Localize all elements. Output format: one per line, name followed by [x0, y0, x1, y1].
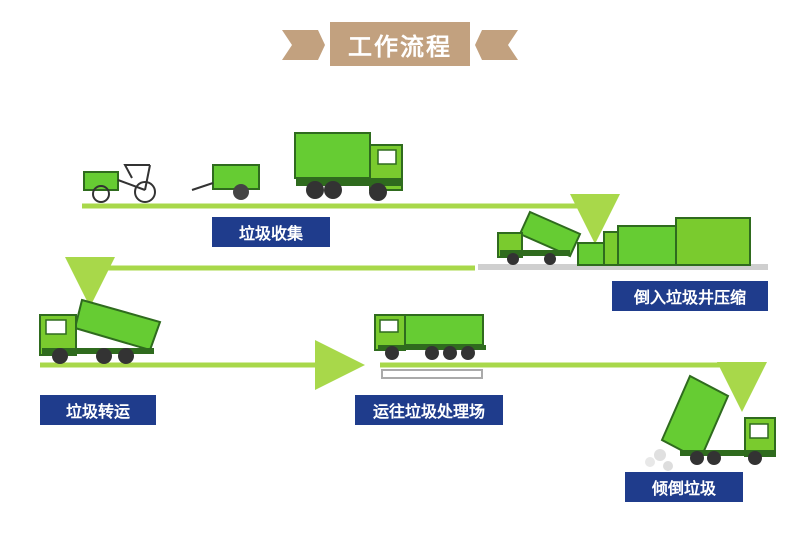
arrow-transport-to-dump [380, 362, 767, 412]
compression-station-icon [577, 217, 751, 266]
dumping-truck-icon [645, 374, 776, 471]
hand-cart-icon [191, 164, 260, 200]
arrow-compress-to-transfer [65, 257, 475, 307]
step-label-compress: 倒入垃圾井压缩 [612, 281, 768, 311]
arrow-collect-to-compress [82, 194, 620, 244]
step-label-dump: 倾倒垃圾 [625, 472, 743, 502]
tipping-truck-icon [497, 210, 582, 265]
transfer-truck-icon [39, 298, 162, 364]
ground-strip [478, 264, 768, 270]
page-title: 工作流程 [330, 22, 470, 66]
tricycle-icon [83, 164, 156, 203]
title-ribbon-right [475, 30, 518, 60]
flow-arrows [40, 194, 767, 412]
collection-truck-icon [294, 132, 403, 201]
transport-truck-icon [374, 314, 486, 379]
title-ribbon-left [282, 30, 325, 60]
step-label-transfer: 垃圾转运 [40, 395, 156, 425]
step-label-transport: 运往垃圾处理场 [355, 395, 503, 425]
step-label-collect: 垃圾收集 [212, 217, 330, 247]
